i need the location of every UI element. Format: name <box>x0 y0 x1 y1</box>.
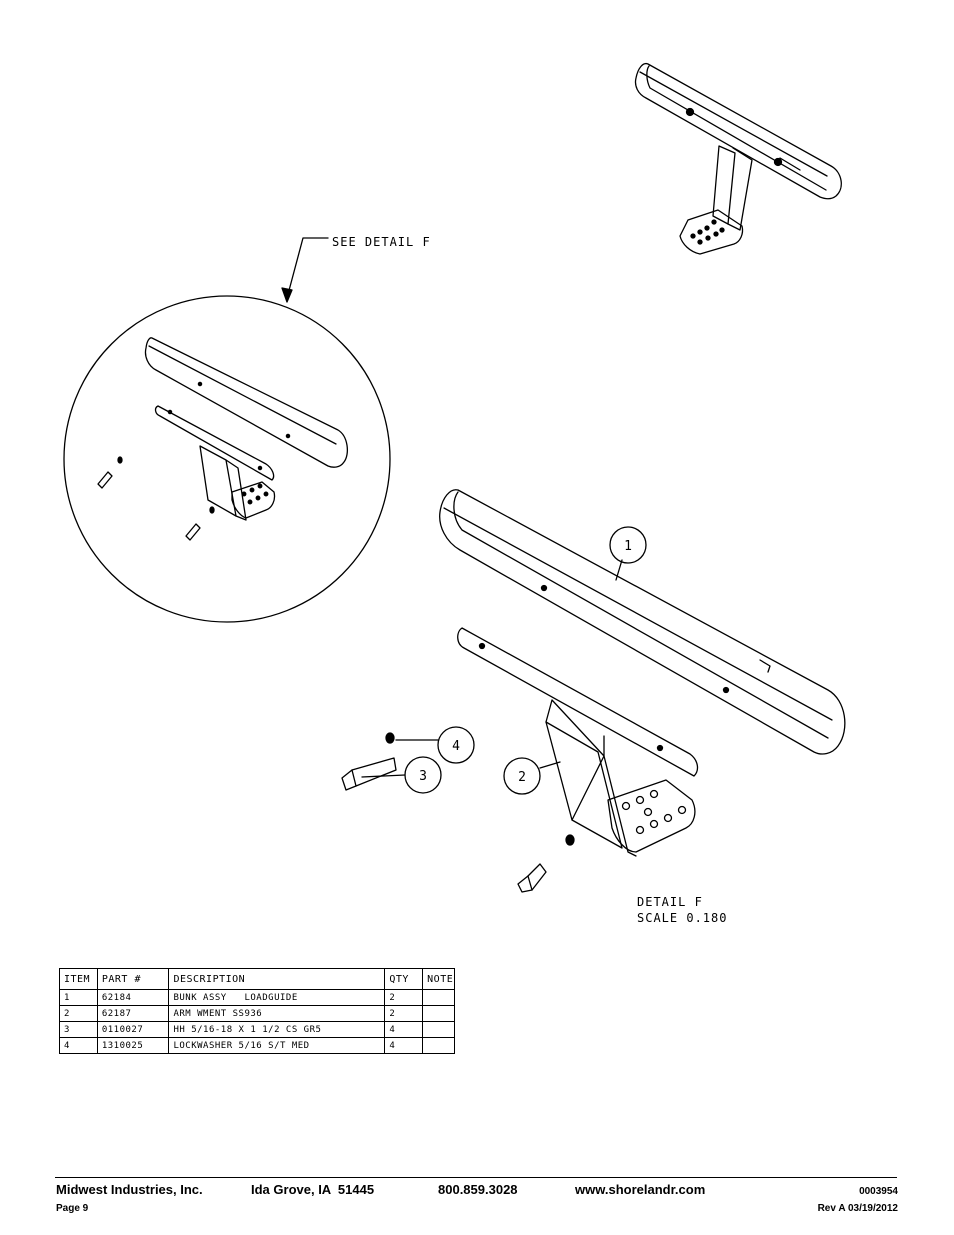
balloon-3-label: 3 <box>419 769 427 784</box>
detail-callout <box>63 237 391 623</box>
bom-header-part: PART # <box>96 968 170 990</box>
bom-cell-description: ARM WMENT SS936 <box>168 1005 386 1022</box>
footer-page-number: Page 9 <box>56 1203 89 1214</box>
balloon-2-label: 2 <box>518 770 526 785</box>
bom-cell-description: HH 5/16-18 X 1 1/2 CS GR5 <box>168 1021 386 1038</box>
footer-website[interactable]: www.shorelandr.com <box>575 1182 706 1197</box>
bom-cell-part: 62184 <box>96 989 170 1006</box>
balloon-3 <box>404 756 442 794</box>
detail-title: DETAIL F <box>637 895 703 909</box>
detail-f-exploded-view <box>341 489 846 893</box>
balloon-1-label: 1 <box>624 539 632 554</box>
bom-cell-qty: 4 <box>384 1021 424 1038</box>
bom-cell-note <box>422 1037 455 1054</box>
bom-cell-qty: 2 <box>384 989 424 1006</box>
bom-header-qty: QTY <box>384 968 424 990</box>
footer-revision: Rev A 03/19/2012 <box>817 1203 898 1214</box>
bom-row: 3 0110027 HH 5/16-18 X 1 1/2 CS GR5 4 <box>59 1021 455 1038</box>
bom-row: 1 62184 BUNK ASSY LOADGUIDE 2 <box>59 989 455 1006</box>
bom-cell-part: 1310025 <box>96 1037 170 1054</box>
bom-cell-part: 0110027 <box>96 1021 170 1038</box>
bom-cell-qty: 4 <box>384 1037 424 1054</box>
footer-phone: 800.859.3028 <box>438 1182 518 1197</box>
bom-cell-description: BUNK ASSY LOADGUIDE <box>168 989 386 1006</box>
bom-cell-item: 3 <box>59 1021 98 1038</box>
balloon-1 <box>609 526 647 564</box>
balloon-4 <box>437 726 475 764</box>
balloon-2 <box>503 757 541 795</box>
footer-divider <box>55 1177 897 1178</box>
bom-cell-note <box>422 989 455 1006</box>
bom-header-description: DESCRIPTION <box>168 968 386 990</box>
footer-location: Ida Grove, IA 51445 <box>251 1182 375 1197</box>
see-detail-label: SEE DETAIL F <box>332 235 431 249</box>
bom-row: 2 62187 ARM WMENT SS936 2 <box>59 1005 455 1022</box>
footer-doc-number: 0003954 <box>859 1186 898 1197</box>
balloon-4-label: 4 <box>452 739 460 754</box>
bom-cell-note <box>422 1005 455 1022</box>
bom-cell-qty: 2 <box>384 1005 424 1022</box>
bom-cell-item: 2 <box>59 1005 98 1022</box>
bom-header-note: NOTE <box>422 968 455 990</box>
bill-of-materials: ITEM PART # DESCRIPTION QTY NOTE 1 62184… <box>59 968 455 1054</box>
bom-cell-item: 1 <box>59 989 98 1006</box>
assembly-view-top <box>634 62 842 255</box>
footer-company: Midwest Industries, Inc. <box>56 1182 203 1197</box>
bom-cell-item: 4 <box>59 1037 98 1054</box>
bom-cell-part: 62187 <box>96 1005 170 1022</box>
bom-header-row: ITEM PART # DESCRIPTION QTY NOTE <box>59 968 455 990</box>
bom-header-item: ITEM <box>59 968 98 990</box>
bom-cell-description: LOCKWASHER 5/16 S/T MED <box>168 1037 386 1054</box>
bom-row: 4 1310025 LOCKWASHER 5/16 S/T MED 4 <box>59 1037 455 1054</box>
detail-scale: SCALE 0.180 <box>637 911 727 925</box>
bom-cell-note <box>422 1021 455 1038</box>
